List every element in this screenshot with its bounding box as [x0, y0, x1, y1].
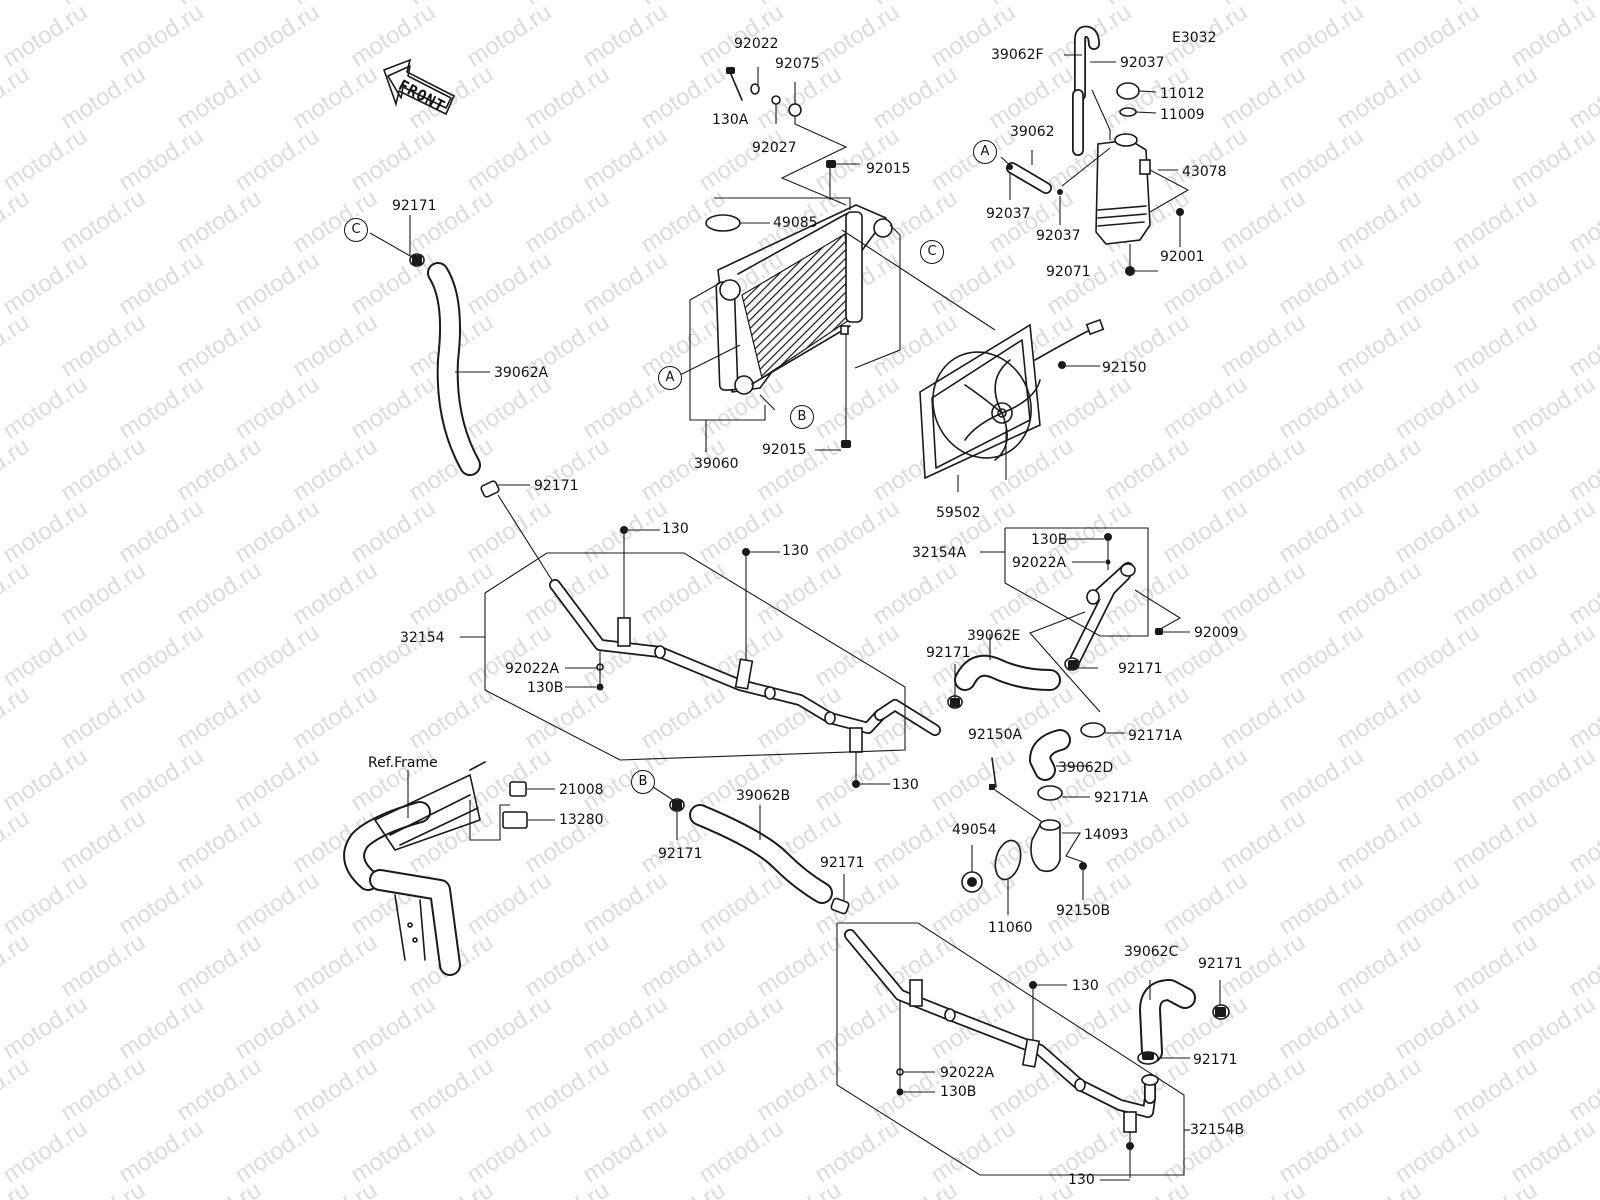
- part-label-92171-c[interactable]: 92171: [392, 198, 437, 214]
- ref-marker-c-hose[interactable]: C: [344, 218, 368, 242]
- part-label-11012[interactable]: 11012: [1160, 86, 1205, 102]
- part-label-92022A-b[interactable]: 92022A: [1012, 555, 1067, 571]
- part-label-39062E[interactable]: 39062E: [967, 628, 1021, 644]
- part-label-92022A-c[interactable]: 92022A: [940, 1065, 995, 1081]
- leader-bracket: [714, 197, 851, 210]
- ref-marker-a-top[interactable]: A: [973, 140, 997, 164]
- part-label-92150A[interactable]: 92150A: [968, 727, 1023, 743]
- part-label-21008[interactable]: 21008: [559, 782, 604, 798]
- pipe-32154A: [980, 527, 1190, 713]
- part-label-92022[interactable]: 92022: [734, 36, 779, 52]
- part-label-39062C[interactable]: 39062C: [1124, 944, 1179, 960]
- part-label-92037-right[interactable]: 92037: [1036, 228, 1081, 244]
- part-label-130B-c[interactable]: 130B: [940, 1084, 977, 1100]
- part-label-92075[interactable]: 92075: [775, 56, 820, 72]
- damper-13280: [502, 811, 528, 829]
- part-label-11060[interactable]: 11060: [988, 920, 1033, 936]
- part-label-92022A-a[interactable]: 92022A: [505, 661, 560, 677]
- part-label-92150B[interactable]: 92150B: [1056, 903, 1111, 919]
- ref-marker-b-hose[interactable]: B: [631, 770, 655, 794]
- ref-marker-a-radiator[interactable]: A: [658, 366, 682, 390]
- breather-tube-39062F: [1064, 25, 1116, 156]
- part-label-130B-b[interactable]: 130B: [1031, 532, 1068, 548]
- part-label-92015-top[interactable]: 92015: [866, 161, 911, 177]
- part-label-14093[interactable]: 14093: [1084, 827, 1129, 843]
- part-label-130B-a[interactable]: 130B: [527, 680, 564, 696]
- part-label-92150[interactable]: 92150: [1102, 360, 1147, 376]
- part-label-92171-b1[interactable]: 92171: [658, 846, 703, 862]
- o-ring-11009: [1119, 107, 1137, 117]
- pipe-32154B: [836, 922, 1190, 1181]
- part-label-39062[interactable]: 39062: [1010, 124, 1055, 140]
- fan-assembly-59502: [919, 318, 1105, 492]
- fastener-group-top: [726, 67, 860, 451]
- part-label-130-b[interactable]: 130: [782, 543, 809, 559]
- hose-39062A: [369, 215, 530, 498]
- part-label-92071[interactable]: 92071: [1046, 264, 1091, 280]
- leader-bracket: [689, 405, 766, 421]
- leader-line: [841, 229, 996, 331]
- part-label-92037-left[interactable]: 92037: [986, 206, 1031, 222]
- reservoir-tank-43078: [1095, 82, 1190, 276]
- part-label-32154B[interactable]: 32154B: [1190, 1122, 1245, 1138]
- pad-21008: [509, 781, 527, 797]
- front-arrow-icon: [382, 58, 456, 116]
- part-label-49054[interactable]: 49054: [952, 822, 997, 838]
- part-label-39060[interactable]: 39060: [694, 456, 739, 472]
- part-label-92171-f[interactable]: 92171: [1118, 661, 1163, 677]
- part-label-92171-g[interactable]: 92171: [1198, 956, 1243, 972]
- part-label-92171-a[interactable]: 92171: [534, 478, 579, 494]
- part-label-49085[interactable]: 49085: [773, 215, 818, 231]
- part-label-11009[interactable]: 11009: [1160, 107, 1205, 123]
- part-label-130-d[interactable]: 130: [1072, 978, 1099, 994]
- tank-hose-39062: [1000, 147, 1111, 225]
- part-label-32154A[interactable]: 32154A: [912, 545, 967, 561]
- ref-marker-b-radiator[interactable]: B: [790, 405, 814, 429]
- part-label-32154[interactable]: 32154: [400, 630, 445, 646]
- part-label-92171-b2[interactable]: 92171: [820, 855, 865, 871]
- part-label-130-a[interactable]: 130: [662, 521, 689, 537]
- frame-reference: [343, 761, 555, 976]
- leader-bracket: [689, 282, 721, 405]
- part-label-92001[interactable]: 92001: [1160, 249, 1205, 265]
- part-label-92009[interactable]: 92009: [1194, 625, 1239, 641]
- part-label-130A[interactable]: 130A: [712, 112, 749, 128]
- radiator-cap-49085: [705, 214, 741, 232]
- hose-39062B: [649, 784, 850, 915]
- part-label-92171-h[interactable]: 92171: [1193, 1052, 1238, 1068]
- diagram-code: E3032: [1172, 30, 1217, 46]
- part-label-59502[interactable]: 59502: [936, 505, 981, 521]
- ref-frame-label: Ref.Frame: [368, 755, 438, 771]
- part-label-130-e[interactable]: 130: [1068, 1172, 1095, 1188]
- part-label-39062B[interactable]: 39062B: [736, 788, 791, 804]
- part-label-92171A-a[interactable]: 92171A: [1128, 728, 1183, 744]
- part-label-39062D[interactable]: 39062D: [1058, 760, 1114, 776]
- pipe-32154: [460, 494, 941, 788]
- part-label-13280[interactable]: 13280: [559, 812, 604, 828]
- tank-cap-11012: [1116, 82, 1140, 100]
- part-label-92171A-b[interactable]: 92171A: [1094, 790, 1149, 806]
- part-label-39062F[interactable]: 39062F: [991, 47, 1044, 63]
- part-label-92027[interactable]: 92027: [752, 140, 797, 156]
- part-label-39062A[interactable]: 39062A: [494, 365, 549, 381]
- thermostat-housing: [961, 722, 1125, 915]
- part-label-43078[interactable]: 43078: [1182, 164, 1227, 180]
- hose-39062E: [947, 634, 1061, 709]
- part-label-130-c[interactable]: 130: [892, 777, 919, 793]
- radiator-39060: [715, 204, 893, 395]
- leader-bracket: [854, 224, 901, 369]
- hose-39062C: [1137, 979, 1230, 1065]
- part-label-92015-bottom[interactable]: 92015: [762, 442, 807, 458]
- leader-line: [679, 344, 741, 376]
- part-label-92171-e[interactable]: 92171: [926, 645, 971, 661]
- part-label-92037-top[interactable]: 92037: [1120, 55, 1165, 71]
- ref-marker-c-radiator[interactable]: C: [920, 240, 944, 264]
